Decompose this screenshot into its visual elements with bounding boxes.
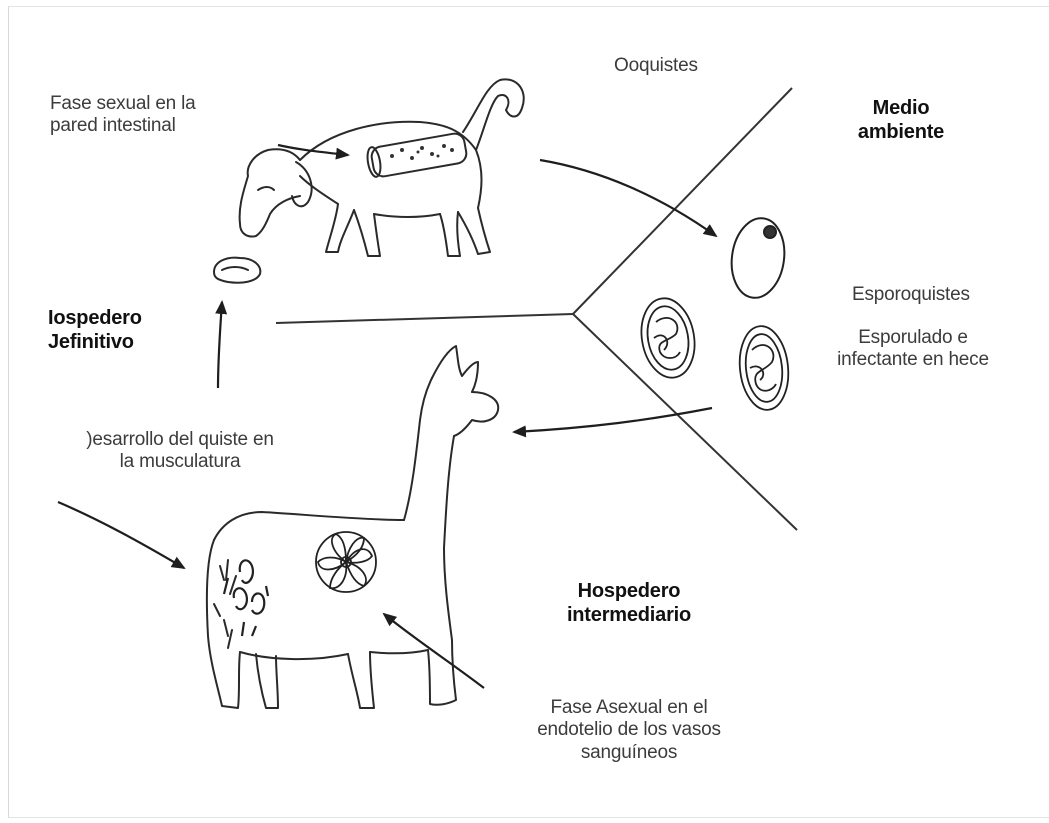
label-fase-asexual-line2: endotelio de los vasos bbox=[537, 719, 721, 741]
label-fase-sexual: Fase sexual en la pared intestinal bbox=[50, 93, 196, 138]
arrow-to-vascular-cyst bbox=[382, 612, 485, 689]
label-medio-line2: ambiente bbox=[857, 120, 945, 143]
label-fase-asexual-line3: sanguíneos bbox=[580, 741, 678, 763]
label-esporulado-line2: infectante en hece bbox=[837, 349, 989, 371]
vascular-cyst-drawing bbox=[315, 531, 377, 593]
label-medio-ambiente: Medio ambiente bbox=[846, 97, 956, 144]
arrow-to-intestine bbox=[277, 143, 350, 160]
sporocyst-right-drawing bbox=[738, 325, 790, 411]
label-desarrollo-quiste: )esarrollo del quiste en la musculatura bbox=[46, 429, 314, 474]
arrow-sporocyst-to-llama bbox=[512, 406, 713, 438]
label-fase-sexual-line1: Fase sexual en la bbox=[50, 93, 196, 114]
divider-line-lower bbox=[572, 313, 798, 531]
label-hosp-def-line1: Iospedero bbox=[48, 307, 142, 329]
dog-drawing bbox=[213, 78, 525, 284]
arrow-to-muscle bbox=[57, 500, 186, 570]
label-hosp-int-line2: intermediario bbox=[566, 603, 692, 626]
label-esporulado: Esporulado e infectante en hece bbox=[820, 327, 1006, 372]
label-fase-asexual-line1: Fase Asexual en el bbox=[550, 697, 708, 718]
divider-line-left bbox=[275, 313, 574, 324]
divider-lines bbox=[275, 87, 798, 531]
intestine-drawing bbox=[366, 132, 468, 178]
sporocyst-left-drawing bbox=[640, 297, 696, 379]
cycle-arrows bbox=[57, 143, 718, 689]
label-desarrollo-line2: la musculatura bbox=[119, 451, 241, 473]
label-desarrollo-line1: )esarrollo del quiste en bbox=[86, 429, 274, 450]
oocyst-drawing bbox=[730, 217, 786, 299]
label-hospedero-definitivo: Iospedero Jefinitivo bbox=[48, 307, 142, 354]
label-esporoquistes: Esporoquistes bbox=[852, 284, 970, 305]
llama-drawing bbox=[205, 345, 500, 709]
figure-frame bbox=[8, 6, 1049, 818]
label-esporulado-line1: Esporulado e bbox=[858, 327, 968, 348]
arrow-llama-to-dog bbox=[215, 300, 228, 389]
label-hosp-int-line1: Hospedero bbox=[577, 580, 681, 602]
label-fase-asexual: Fase Asexual en el endotelio de los vaso… bbox=[510, 697, 748, 764]
arrow-dog-to-oocyst bbox=[539, 158, 718, 238]
label-ooquistes: Ooquistes bbox=[614, 55, 698, 76]
muscle-cysts-drawing bbox=[222, 559, 270, 637]
label-hosp-def-line2: Jefinitivo bbox=[48, 330, 134, 353]
label-hospedero-intermediario: Hospedero intermediario bbox=[544, 580, 714, 627]
label-medio-line1: Medio bbox=[872, 97, 930, 119]
label-fase-sexual-line2: pared intestinal bbox=[50, 115, 176, 137]
divider-line-upper bbox=[572, 87, 793, 315]
